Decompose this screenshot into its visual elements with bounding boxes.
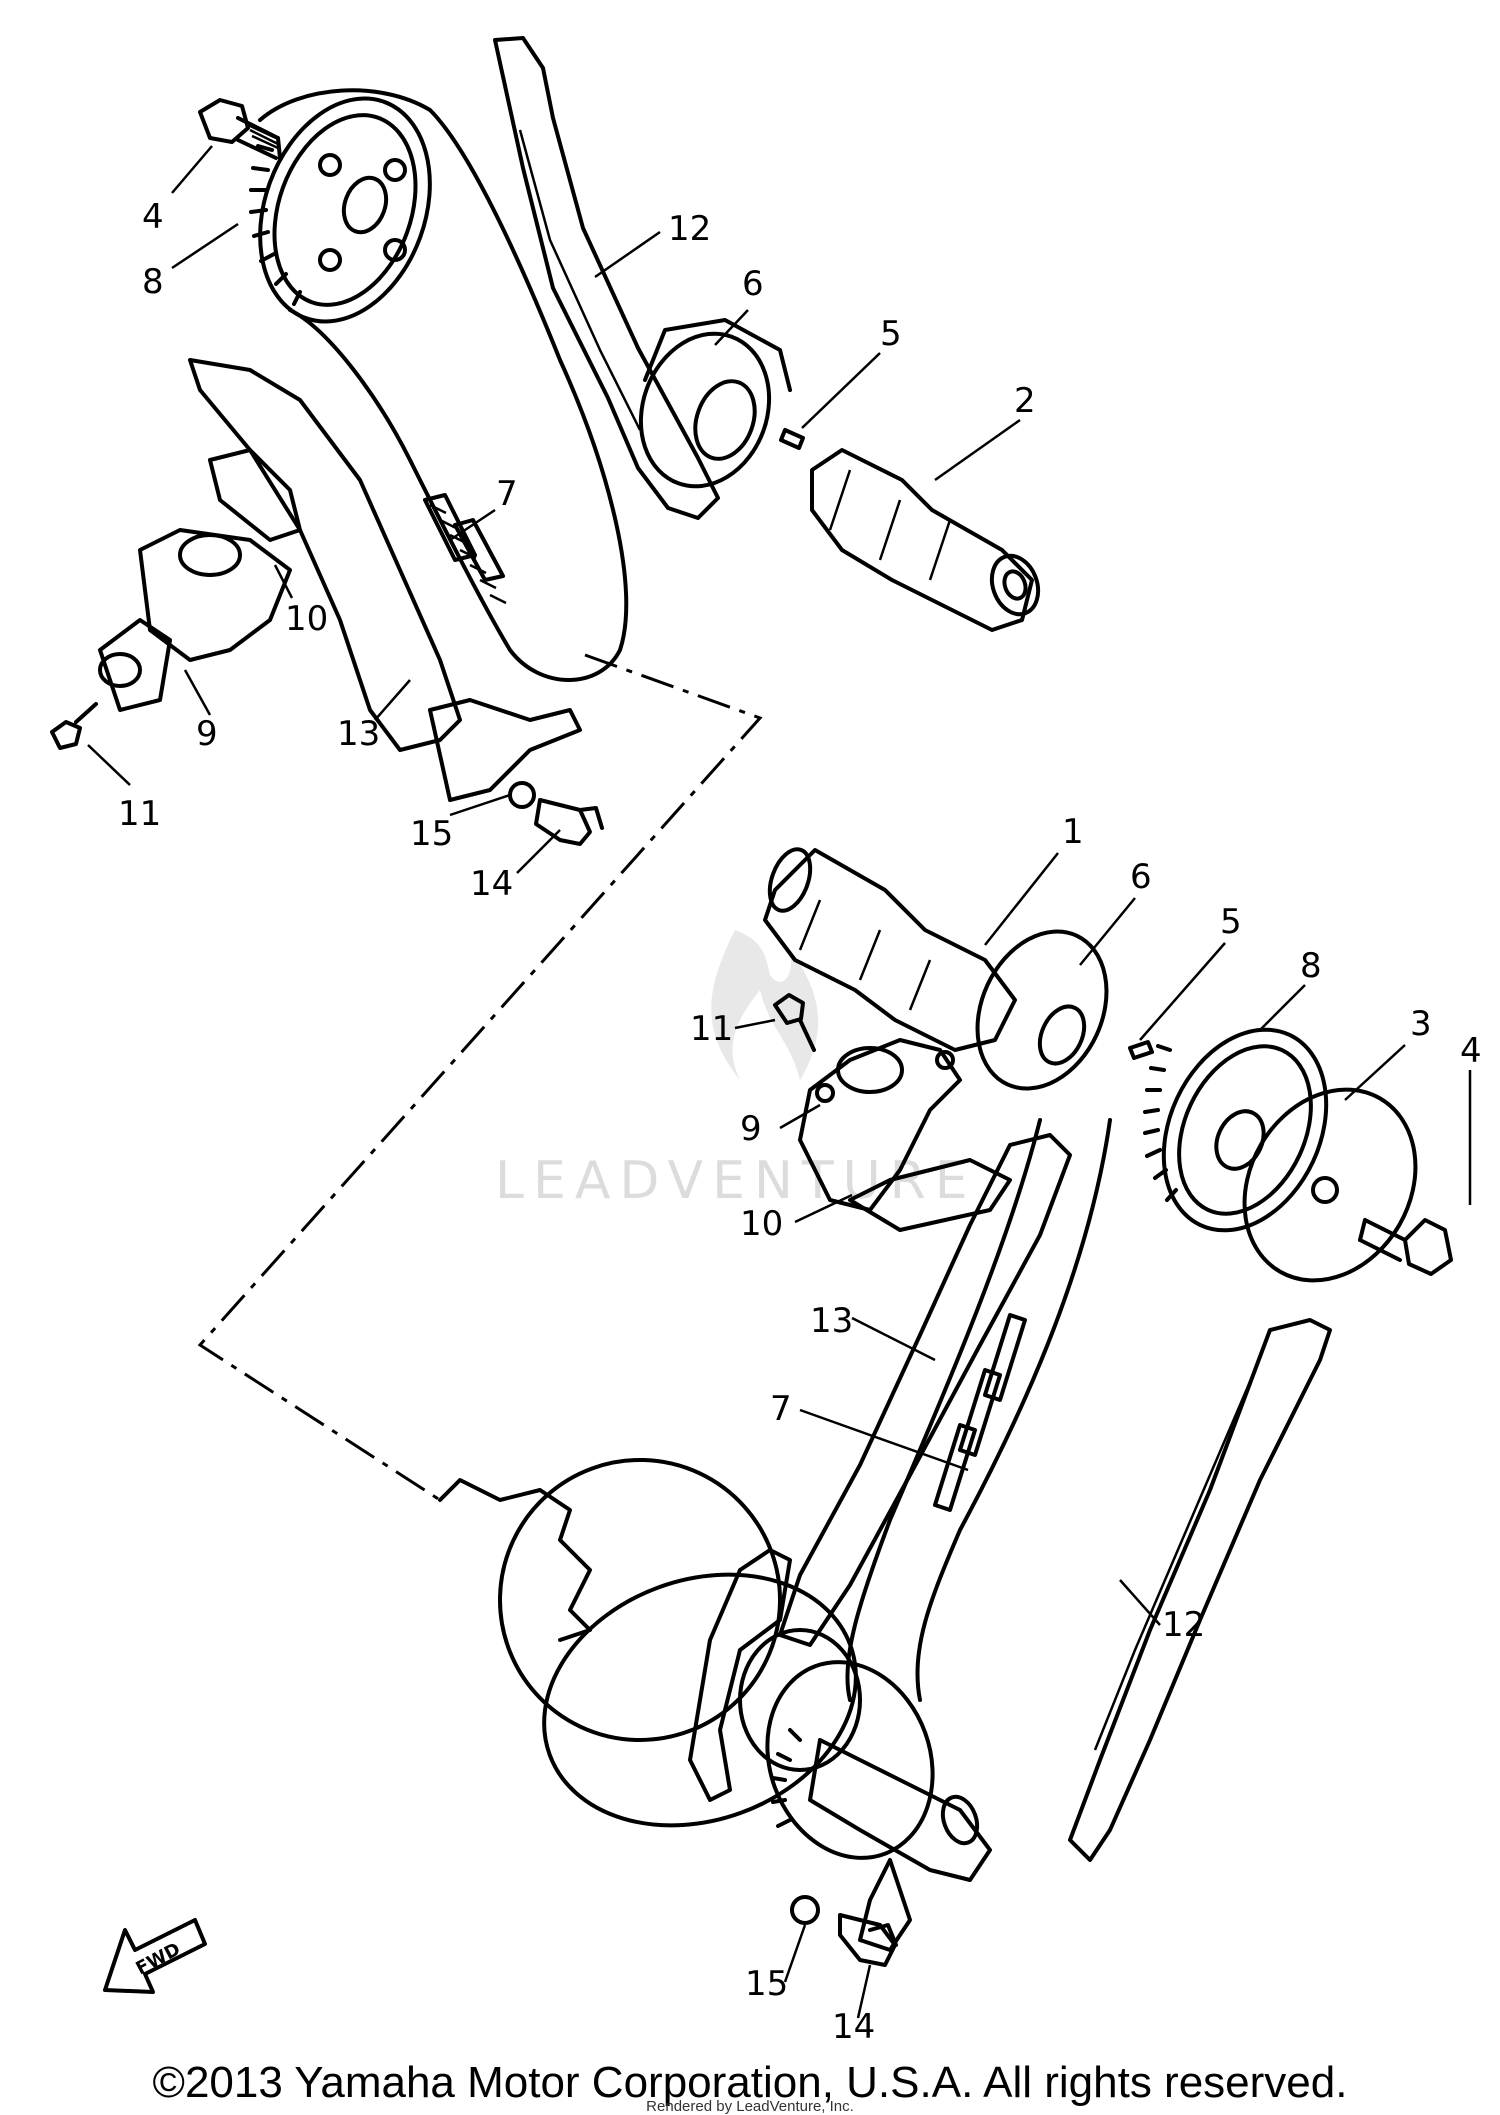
callout-bottom-7: 7 bbox=[770, 1389, 792, 1429]
guide-bracket-top bbox=[428, 698, 582, 802]
bolt-11-top bbox=[50, 702, 98, 750]
copyright-notice: ©2013 Yamaha Motor Corporation, U.S.A. A… bbox=[152, 2058, 1348, 2107]
bolt-4-top bbox=[198, 98, 282, 160]
callout-top-9: 9 bbox=[196, 714, 218, 754]
callout-bottom-6: 6 bbox=[1130, 857, 1152, 897]
bolt-4-bottom bbox=[1358, 1218, 1453, 1276]
callout-top-7: 7 bbox=[496, 474, 518, 514]
callout-bottom-11: 11 bbox=[690, 1009, 733, 1049]
callout-top-2: 2 bbox=[1014, 381, 1036, 421]
callout-top-10: 10 bbox=[285, 599, 328, 639]
callout-bottom-1: 1 bbox=[1062, 812, 1084, 852]
callout-bottom-13: 13 bbox=[810, 1301, 853, 1341]
callout-top-5: 5 bbox=[880, 314, 902, 354]
forward-arrow: FWD bbox=[103, 1918, 207, 1994]
pin-5-bottom bbox=[1128, 1040, 1154, 1060]
callout-top-4: 4 bbox=[142, 197, 164, 237]
cam-chain-7-top bbox=[258, 88, 629, 682]
callout-top-8: 8 bbox=[142, 262, 164, 302]
callout-top-14: 14 bbox=[470, 864, 513, 904]
camshaft-1 bbox=[763, 847, 1017, 1052]
decompressor-plate-6-bottom bbox=[975, 929, 1109, 1091]
rendered-by-notice: Rendered by LeadVenture, Inc. bbox=[646, 2098, 854, 2115]
washer-15-top bbox=[508, 781, 536, 809]
callout-bottom-12: 12 bbox=[1162, 1605, 1205, 1645]
chain-tensioner-9-bottom bbox=[798, 1038, 962, 1212]
chain-guide-12-top bbox=[493, 36, 720, 520]
gasket-10-bottom bbox=[848, 1158, 1012, 1232]
leader-lines bbox=[87, 145, 1472, 2019]
assembly-link-line bbox=[197, 653, 763, 1502]
bolt-14-top bbox=[534, 798, 604, 846]
chain-links-top bbox=[423, 493, 507, 605]
top-assembly bbox=[50, 36, 1041, 846]
camshaft-2 bbox=[810, 448, 1041, 632]
callout-bottom-4: 4 bbox=[1460, 1031, 1482, 1071]
callout-top-12: 12 bbox=[668, 209, 711, 249]
bottom-assembly: FWD bbox=[103, 847, 1453, 1994]
guide-bracket-bottom bbox=[688, 1548, 792, 1802]
callout-bottom-14: 14 bbox=[832, 2007, 875, 2047]
callout-bottom-9: 9 bbox=[740, 1109, 762, 1149]
callout-top-13: 13 bbox=[337, 714, 380, 754]
crankshaft bbox=[438, 1458, 992, 1952]
callout-bottom-8: 8 bbox=[1300, 946, 1322, 986]
decompressor-plate-6-top bbox=[638, 318, 792, 489]
callout-bottom-15: 15 bbox=[745, 1964, 788, 2004]
callout-bottom-3: 3 bbox=[1410, 1004, 1432, 1044]
callout-top-6: 6 bbox=[742, 264, 764, 304]
callout-bottom-10: 10 bbox=[740, 1204, 783, 1244]
bolt-11-bottom bbox=[773, 993, 816, 1052]
washer-15-bottom bbox=[790, 1895, 820, 1925]
callout-bottom-5: 5 bbox=[1220, 902, 1242, 942]
callout-labels: 4 8 12 6 5 2 7 10 9 13 11 15 14 1 6 5 8 … bbox=[118, 197, 1482, 2047]
chain-guide-12-bottom bbox=[1068, 1318, 1332, 1862]
leadventure-watermark: LEADVENTURE bbox=[495, 930, 968, 1211]
callout-top-15: 15 bbox=[410, 814, 453, 854]
tensioner-guide-13-top bbox=[188, 358, 462, 752]
bolt-14-bottom bbox=[838, 1913, 898, 1967]
callout-top-11: 11 bbox=[118, 794, 161, 834]
pin-5-top bbox=[779, 428, 805, 450]
gasket-10-top bbox=[208, 448, 302, 542]
cam-sprocket-8-bottom bbox=[1143, 1027, 1329, 1233]
forward-arrow-label: FWD bbox=[132, 1939, 183, 1980]
chain-tensioner-9-top bbox=[98, 528, 292, 712]
cam-plate-3 bbox=[1242, 1087, 1418, 1283]
